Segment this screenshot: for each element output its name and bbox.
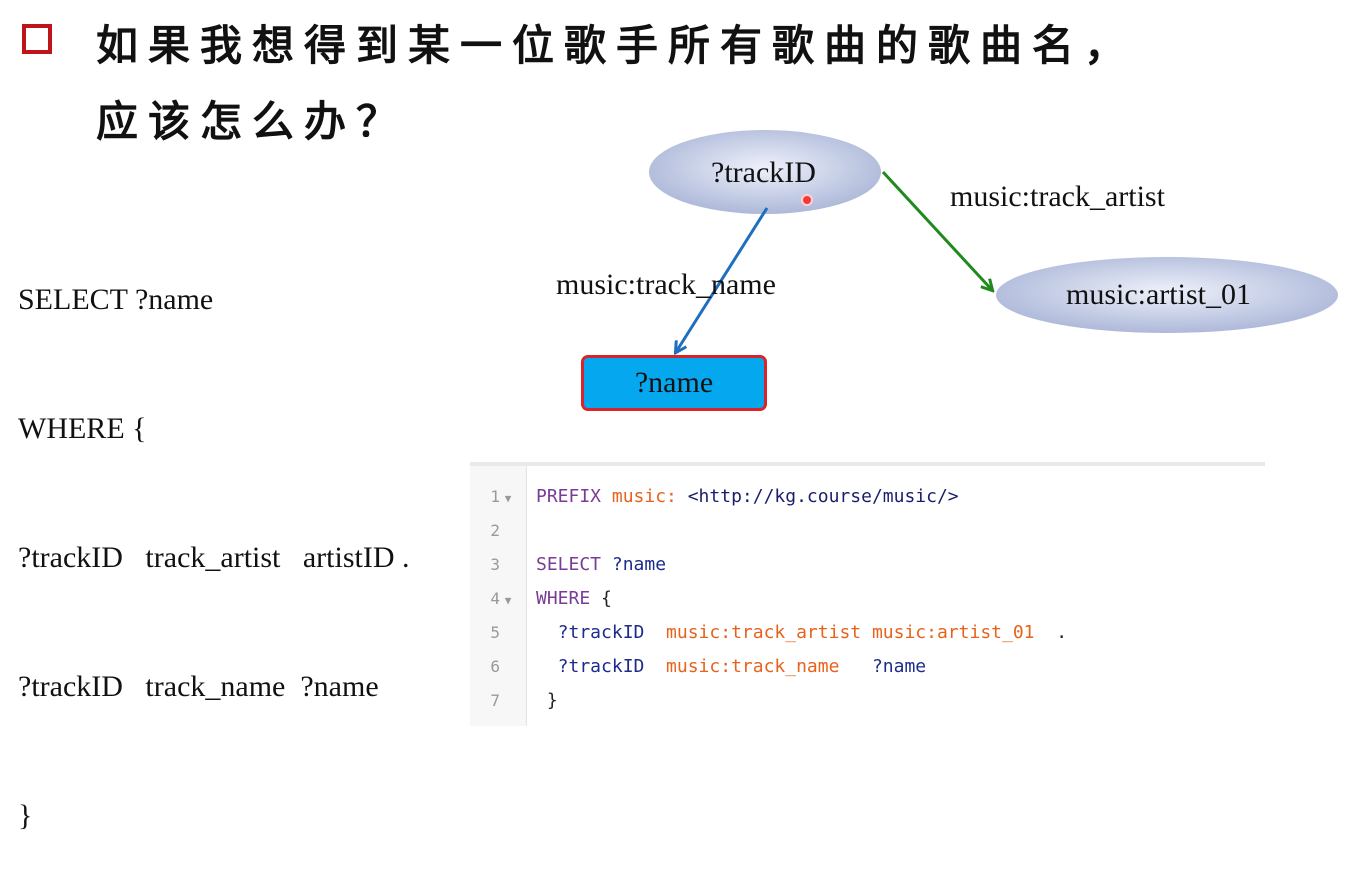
line-number: 2 (490, 521, 500, 540)
code-token: SELECT (536, 554, 612, 575)
code-token: music: (611, 486, 688, 507)
code-token: } (536, 690, 558, 711)
fold-arrow-icon[interactable]: ▼ (504, 492, 512, 505)
code-token: WHERE (536, 588, 602, 609)
slide-title: 如果我想得到某一位歌手所有歌曲的歌曲名， 应该怎么办？ (96, 8, 1136, 160)
query-line: SELECT ?name (18, 283, 214, 316)
code-token: music:track_artist (666, 622, 872, 643)
graph-canvas (649, 130, 1338, 425)
code-line[interactable]: 2 (470, 514, 1265, 548)
code-line[interactable]: 5 ?trackID music:track_artist music:arti… (470, 616, 1265, 650)
code-text: PREFIX music: <http://kg.course/music/> (536, 480, 959, 514)
code-line[interactable]: 3 SELECT ?name (470, 548, 1265, 582)
code-token: PREFIX (536, 486, 612, 507)
sparql-query-text: SELECT ?name WHERE { ?trackID track_arti… (18, 192, 410, 880)
code-token: . (1034, 622, 1068, 643)
line-number: 3 (490, 555, 500, 574)
checkbox-bullet (22, 24, 52, 54)
line-number: 4 (490, 589, 500, 608)
query-line: ?trackID track_name ?name (18, 670, 379, 703)
line-number: 5 (490, 623, 500, 642)
editor-gutter (470, 466, 527, 726)
code-line[interactable]: 1 ▼ PREFIX music: <http://kg.course/music/… (470, 480, 1265, 514)
code-token: ?trackID (536, 622, 667, 643)
fold-arrow-icon[interactable]: ▼ (504, 594, 512, 607)
code-token: <http://kg.course/music/> (687, 486, 959, 507)
node-trackid-label: ?trackID (711, 156, 816, 189)
cursor-dot (801, 194, 813, 206)
query-line: ?trackID track_artist artistID . (18, 541, 410, 574)
query-line: } (18, 799, 33, 832)
code-token: { (601, 588, 612, 609)
code-line[interactable]: 7 } (470, 684, 1265, 718)
code-line[interactable]: 4 ▼ WHERE { (470, 582, 1265, 616)
node-trackid (649, 130, 881, 214)
code-token: ?name (871, 656, 927, 677)
node-name: ?name (581, 355, 767, 411)
title-line-2: 应该怎么办？ (96, 97, 409, 146)
code-token: music:artist_01 (871, 622, 1035, 643)
line-number: 6 (490, 657, 500, 676)
code-token: ?name (611, 554, 667, 575)
edge-artist-label: music:track_artist (950, 180, 1165, 213)
node-artist-label: music:artist_01 (1066, 278, 1251, 311)
code-token: music:track_name (666, 656, 872, 677)
title-line-1: 如果我想得到某一位歌手所有歌曲的歌曲名， (96, 21, 1137, 70)
line-number: 1 (490, 487, 500, 506)
line-number: 7 (490, 691, 500, 710)
code-line[interactable]: 6 ?trackID music:track_name ?name (470, 650, 1265, 684)
code-text: ?trackID music:track_artist music:artist… (536, 616, 1067, 650)
edge-track-artist (881, 170, 992, 290)
code-text: SELECT ?name (536, 548, 666, 582)
code-token: ?trackID (536, 656, 667, 677)
code-text: ?trackID music:track_name ?name (536, 650, 926, 684)
sparql-editor[interactable]: 1 ▼ PREFIX music: <http://kg.course/music/… (470, 462, 1265, 726)
code-text: WHERE { (536, 582, 612, 616)
edge-track-name (676, 207, 769, 352)
rdf-graph-diagram: ?trackID music:artist_01 music:track_art… (540, 120, 1345, 425)
code-text: } (536, 684, 558, 718)
edge-name-label: music:track_name (556, 268, 776, 301)
query-line: WHERE { (18, 412, 147, 445)
node-artist (996, 257, 1338, 333)
